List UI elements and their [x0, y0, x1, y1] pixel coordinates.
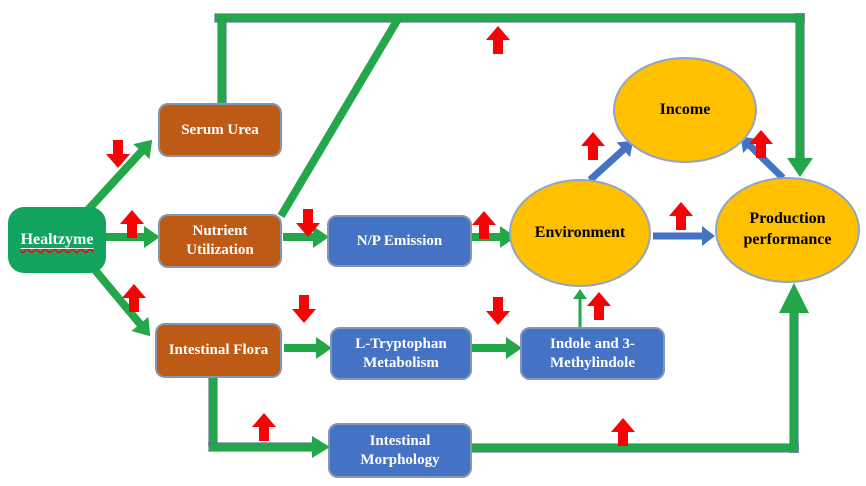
increase-arrow-icon — [122, 284, 146, 313]
edge-environment-to-production-arrow — [653, 226, 715, 246]
node-label: Environment — [534, 223, 626, 241]
edge-tryptophan-to-indole-arrow — [472, 337, 522, 359]
node-np-emission: N/P Emission — [327, 215, 472, 267]
decrease-arrow-icon — [296, 208, 320, 237]
increase-arrow-icon — [587, 292, 611, 321]
increase-arrow-icon — [486, 26, 510, 55]
node-production-performance: Production performance — [715, 177, 860, 283]
edge-topline-arrowhead-down-icon — [787, 158, 813, 177]
node-serum-urea: Serum Urea — [158, 103, 282, 157]
healtzyme-label-wrap: Healtzyme — [21, 231, 94, 249]
decrease-arrow-icon — [106, 139, 130, 168]
edge-flora-down-line — [209, 376, 217, 445]
node-income: Income — [613, 57, 757, 163]
edge-serum-urea-riser-line — [218, 20, 226, 103]
node-environment: Environment — [509, 179, 651, 287]
edge-bottomline-arrowhead-up-icon — [779, 283, 809, 313]
edge-morphology-bottom-line — [472, 444, 798, 452]
edge-flora-to-morphology-line — [209, 443, 312, 451]
increase-arrow-icon — [611, 418, 635, 447]
edge-bottom-right-vertical-line — [790, 305, 798, 452]
node-label: N/P Emission — [356, 232, 443, 249]
increase-arrow-icon — [581, 132, 605, 161]
node-healtzyme: Healtzyme — [8, 207, 106, 273]
node-label: Indole and 3-Methylindole — [549, 335, 636, 371]
increase-arrow-icon — [120, 210, 144, 239]
node-label: Intestinal Flora — [168, 342, 269, 359]
edge-top-horizontal-line — [215, 14, 804, 22]
node-label: Income — [659, 100, 711, 118]
edge-nutrient-to-np-arrow — [283, 226, 329, 248]
node-intestinal-flora: Intestinal Flora — [155, 323, 282, 378]
node-indole-3-methylindole: Indole and 3-Methylindole — [520, 327, 665, 380]
edge-top-right-vertical-line — [796, 14, 804, 158]
increase-arrow-icon — [252, 413, 276, 442]
edge-flora-to-tryptophan-arrow — [284, 337, 332, 359]
node-intestinal-morphology: Intestinal Morphology — [328, 423, 472, 478]
edge-nutrient-to-topline-diagonal — [277, 15, 403, 219]
node-label: Serum Urea — [181, 121, 259, 138]
node-label: Healtzyme — [20, 231, 94, 248]
edge-healtzyme-to-nutrient-arrow — [104, 226, 160, 248]
increase-arrow-icon — [749, 130, 773, 159]
edge-flora-morphology-arrowhead-icon — [312, 436, 330, 458]
decrease-arrow-icon — [292, 294, 316, 323]
node-label: Production performance — [743, 210, 832, 248]
node-label: Nutrient Utilization — [186, 223, 254, 258]
node-l-tryptophan-metabolism: L-Tryptophan Metabolism — [330, 327, 472, 380]
node-label: Intestinal Morphology — [360, 432, 440, 468]
increase-arrow-icon — [472, 211, 496, 240]
node-label: L-Tryptophan Metabolism — [355, 335, 447, 371]
decrease-arrow-icon — [486, 296, 510, 325]
increase-arrow-icon — [669, 202, 693, 231]
node-nutrient-utilization: Nutrient Utilization — [158, 214, 282, 268]
